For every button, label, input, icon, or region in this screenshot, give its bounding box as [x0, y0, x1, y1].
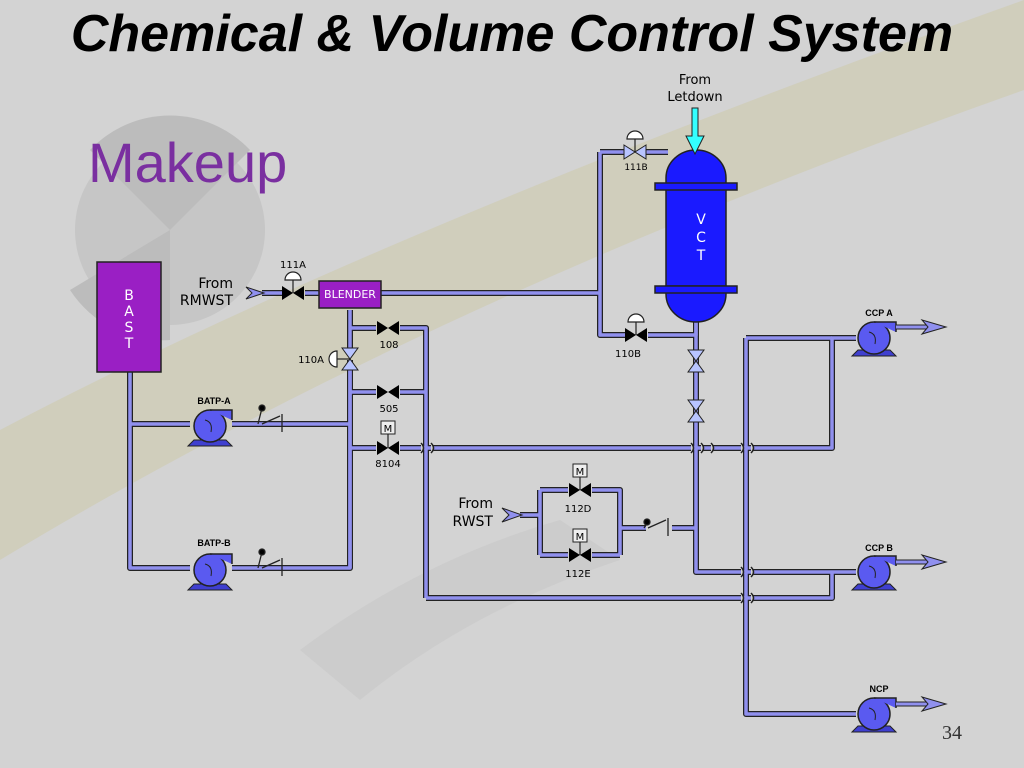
valve-111a: 111A	[280, 260, 306, 300]
valve-label: 505	[379, 404, 398, 415]
from-rmwst-label: RMWST	[180, 293, 234, 309]
slide-title: Chemical & Volume Control System	[70, 5, 954, 63]
valve-label: 111A	[280, 260, 306, 271]
bast-letter: T	[124, 336, 134, 352]
pump-ccp-b: CCP B	[850, 543, 948, 591]
valve-108: 108	[377, 321, 399, 351]
pipe-crossover-marks	[420, 442, 755, 604]
valve-112e: M 112E	[565, 528, 591, 580]
from-letdown-label: From	[679, 73, 711, 88]
vct-tank: V C T	[654, 149, 738, 323]
from-rwst-arrow: From RWST	[453, 496, 524, 530]
pump-ccp-a: CCP A	[850, 308, 948, 357]
pump-label: CCP B	[865, 543, 893, 553]
valve-label: 8104	[375, 459, 400, 470]
vct-outlet-valves	[687, 349, 705, 423]
pump-label: BATP-B	[197, 538, 231, 548]
pump-label: CCP A	[865, 308, 893, 318]
blender: BLENDER	[318, 280, 382, 309]
slide-subtitle: Makeup	[88, 131, 288, 194]
bast-letter: S	[125, 320, 134, 336]
bast-letter: A	[124, 304, 134, 320]
from-letdown-label: Letdown	[667, 90, 722, 105]
motor-label: M	[576, 467, 585, 478]
valve-label: 112D	[565, 504, 592, 515]
pump-batp-a: BATP-A	[186, 396, 234, 447]
motor-label: M	[576, 532, 585, 543]
pump-batp-b: BATP-B	[186, 538, 234, 591]
valve-label: 110B	[615, 349, 641, 360]
vct-letter: T	[696, 248, 706, 264]
bast-letter: B	[124, 288, 134, 304]
motor-label: M	[384, 424, 393, 435]
pipe-network	[127, 149, 856, 717]
pump-label: BATP-A	[197, 396, 231, 406]
blender-label: BLENDER	[324, 288, 376, 301]
from-rmwst-label: From	[198, 276, 233, 292]
valve-110b: 110B	[615, 313, 647, 360]
check-valves	[257, 404, 669, 576]
vct-letter: V	[696, 212, 706, 228]
valve-111b: 111B	[623, 130, 648, 173]
valve-505: 505	[377, 385, 399, 415]
from-letdown-arrow: From Letdown	[667, 73, 723, 156]
from-rwst-label: RWST	[453, 514, 494, 530]
valve-110a: 110A	[298, 347, 359, 371]
from-rmwst-arrow: From RMWST	[180, 276, 266, 309]
valve-8104: M 8104	[375, 420, 401, 470]
valve-label: 111B	[624, 163, 647, 173]
valve-label: 112E	[565, 569, 590, 580]
page-number: 34	[942, 722, 962, 744]
pump-label: NCP	[869, 684, 888, 694]
valve-112d: M 112D	[565, 463, 592, 515]
vct-letter: C	[696, 230, 706, 246]
valve-label: 110A	[298, 355, 324, 366]
valve-label: 108	[379, 340, 398, 351]
bast-tank: B A S T	[96, 261, 162, 373]
pump-ncp: NCP	[850, 684, 948, 733]
from-rwst-label: From	[458, 496, 493, 512]
